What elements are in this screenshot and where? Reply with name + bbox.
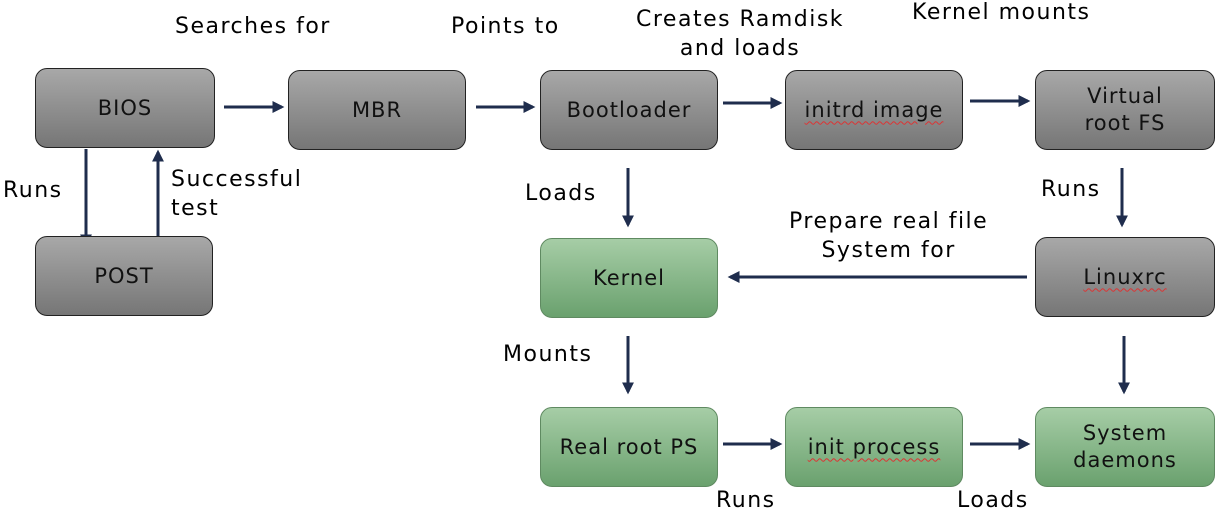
label-loads-kernel: Loads (525, 181, 597, 206)
label-searches-for: Searches for (175, 14, 331, 39)
node-init-process: init process (785, 407, 963, 487)
label-runs-post: Runs (3, 178, 63, 203)
node-linuxrc-label: Linuxrc (1083, 264, 1167, 289)
label-points-to: Points to (451, 14, 560, 39)
node-initrd-image: initrd image (785, 70, 963, 150)
node-linuxrc: Linuxrc (1035, 237, 1215, 317)
node-virtual-root-fs: Virtual root FS (1035, 70, 1215, 150)
label-runs-linuxrc: Runs (1041, 177, 1101, 202)
node-post: POST (35, 236, 213, 316)
node-real-root-ps: Real root PS (540, 407, 718, 487)
node-initrd-image-label: initrd image (804, 97, 944, 122)
node-bios: BIOS (35, 68, 215, 148)
node-kernel: Kernel (540, 238, 718, 318)
node-bootloader: Bootloader (540, 70, 718, 150)
label-runs-init: Runs (716, 488, 776, 513)
label-mounts: Mounts (503, 342, 593, 367)
label-creates-ramdisk: Creates Ramdisk and loads (636, 7, 845, 61)
node-system-daemons: System daemons (1035, 407, 1215, 487)
label-prepare-real-file: Prepare real file System for (789, 209, 989, 263)
label-successful-test: Successful test (171, 167, 303, 221)
label-loads-daemons: Loads (957, 488, 1029, 513)
node-init-process-label: init process (807, 434, 941, 459)
node-mbr: MBR (288, 70, 466, 150)
label-kernel-mounts: Kernel mounts (912, 0, 1091, 25)
